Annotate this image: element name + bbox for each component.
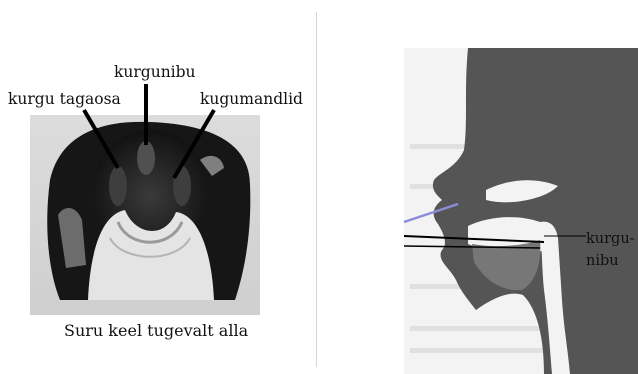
- left-figure: kurgunibu kurgu tagaosa kugumandlid Suru…: [0, 0, 316, 374]
- tonsil-left: [109, 166, 127, 206]
- label-kurgu-nibu: kurgu- nibu: [586, 228, 635, 272]
- head-cross-section: [318, 0, 638, 374]
- throat-photo: [0, 0, 316, 374]
- panel-divider: [316, 12, 317, 367]
- label-kugumandlid: kugumandlid: [200, 92, 303, 108]
- label-kurgu-nibu-line1: kurgu-: [586, 228, 635, 250]
- uvula: [137, 141, 155, 175]
- right-figure: kurgu- nibu: [318, 0, 638, 374]
- figure-caption: Suru keel tugevalt alla: [64, 323, 248, 339]
- label-kurgu-tagaosa: kurgu tagaosa: [8, 92, 121, 108]
- label-kurgu-nibu-line2: nibu: [586, 250, 635, 272]
- label-kurgunibu: kurgunibu: [114, 65, 196, 81]
